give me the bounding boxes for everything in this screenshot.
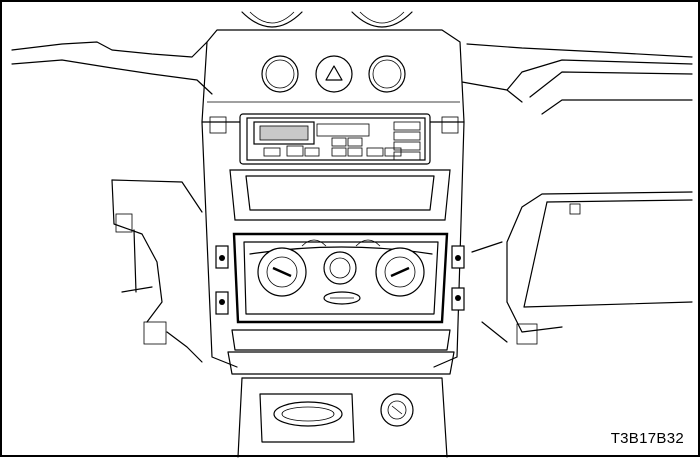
- audio-unit: [239, 113, 431, 165]
- mounting-screws: [215, 245, 465, 315]
- storage-pocket: [229, 169, 451, 221]
- figure-reference-code: T3B17B32: [610, 430, 684, 447]
- right-trim: [471, 191, 693, 345]
- hazard-switch: [315, 55, 353, 93]
- center-stack-housing: [201, 116, 465, 368]
- dashboard-outline: [11, 41, 693, 115]
- ashtray-lid: [273, 401, 343, 427]
- upper-vents: [241, 11, 413, 28]
- climate-control-panel: [232, 232, 449, 324]
- upper-center-panel: [201, 29, 465, 123]
- fan-speed-knob: [323, 251, 357, 285]
- left-trim: [111, 179, 203, 363]
- hazard-triangle-icon: [325, 65, 343, 81]
- lower-console: [227, 329, 455, 458]
- hazard-side-knob-right: [368, 55, 406, 93]
- hazard-side-knob-left: [261, 55, 299, 93]
